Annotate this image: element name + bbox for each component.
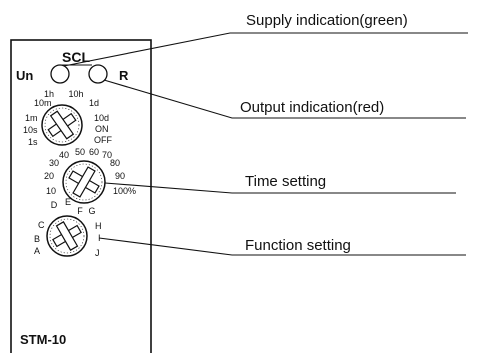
time-label: 30 (49, 158, 59, 168)
time-label: 70 (102, 150, 112, 160)
time-callout-text: Time setting (245, 173, 326, 190)
function-label: E (65, 197, 71, 207)
time-label: 10 (46, 186, 56, 196)
output-led (88, 64, 108, 84)
model-label: STM-10 (20, 332, 66, 347)
range-dial-ticks (44, 107, 80, 143)
function-dial-slot (52, 221, 82, 251)
time-label: 60 (89, 147, 99, 157)
range-dial-knob[interactable] (41, 104, 83, 146)
time-dial-knob[interactable] (62, 160, 106, 204)
range-label: 10m (34, 98, 52, 108)
function-label: F (77, 206, 83, 216)
function-label: H (95, 221, 102, 231)
output-callout-line (103, 79, 466, 119)
range-label: ON (95, 124, 109, 134)
range-label: OFF (94, 135, 112, 145)
un-label: Un (16, 68, 33, 83)
range-label: 10s (23, 125, 38, 135)
supply-callout-line (63, 32, 468, 67)
r-label: R (119, 68, 129, 83)
range-dial-slot (47, 110, 77, 140)
range-label: 1h (44, 89, 54, 99)
time-dial-slot (68, 166, 100, 198)
function-label: C (38, 220, 45, 230)
time-dial-labels: 40 50 60 70 30 80 20 90 10 100% (44, 147, 136, 196)
time-label: 40 (59, 150, 69, 160)
function-dial-knob[interactable] (46, 215, 88, 257)
time-label: 90 (115, 171, 125, 181)
function-label: J (95, 248, 100, 258)
output-callout-text: Output indication(red) (240, 99, 384, 116)
function-label: G (88, 206, 95, 216)
time-label: 100% (113, 186, 136, 196)
time-label: 50 (75, 147, 85, 157)
function-label: B (34, 234, 40, 244)
supply-led (50, 64, 70, 84)
function-label: D (51, 200, 58, 210)
function-label: A (34, 246, 40, 256)
function-callout-line (98, 237, 466, 256)
time-label: 20 (44, 171, 54, 181)
time-callout-line (104, 182, 456, 194)
supply-callout-text: Supply indication(green) (246, 12, 408, 29)
range-label: 10d (94, 113, 109, 123)
time-label: 80 (110, 158, 120, 168)
brand-logo-text: SCL (62, 49, 90, 65)
callout-lines (63, 32, 468, 256)
function-callout-text: Function setting (245, 237, 351, 254)
range-label: 10h (68, 89, 83, 99)
range-label: 1s (28, 137, 38, 147)
range-label: 1m (25, 113, 38, 123)
range-dial-labels: 1h 10h 10m 1d 1m 10d 10s ON 1s OFF (23, 89, 112, 147)
function-dial-ticks (49, 218, 85, 254)
range-label: 1d (89, 98, 99, 108)
time-dial-ticks (65, 163, 103, 201)
